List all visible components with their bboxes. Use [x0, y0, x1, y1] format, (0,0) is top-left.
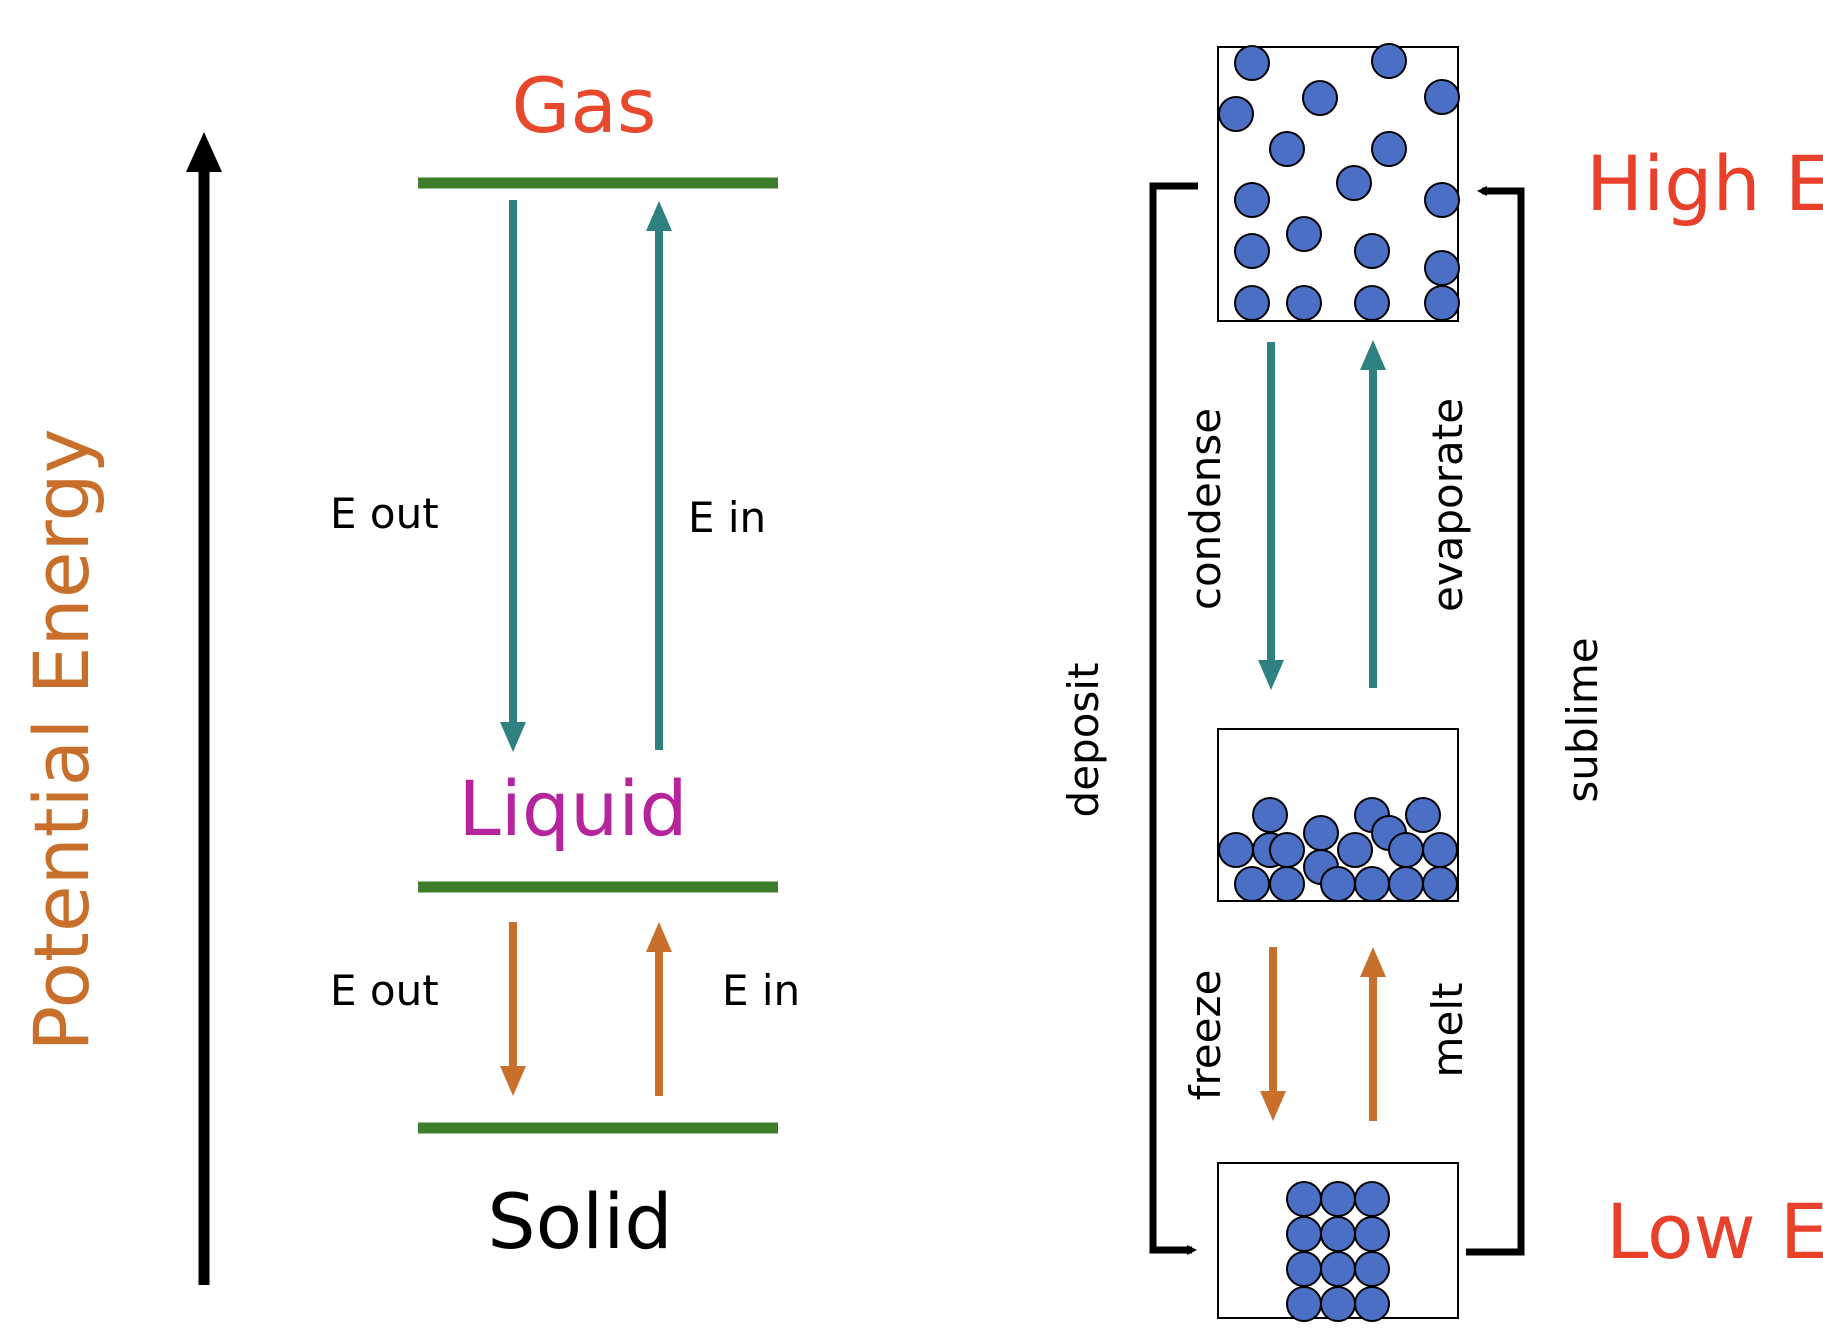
liquid-particle — [1218, 832, 1254, 868]
gas-particle — [1302, 80, 1338, 116]
liquid-state-label: Liquid — [458, 764, 687, 853]
particle-diagram: condense evaporate freeze melt deposit s… — [1059, 43, 1823, 1322]
liquid-solid-energy-out-label: E out — [330, 966, 439, 1015]
energy-level-diagram: Potential Energy Gas Liquid Solid E out … — [17, 61, 800, 1285]
deposit-label: deposit — [1059, 663, 1108, 818]
liquid-to-solid-arrowhead — [500, 1066, 526, 1096]
freeze-arrowhead — [1260, 1091, 1286, 1121]
liquid-to-gas-arrowhead — [646, 201, 672, 231]
liquid-particle — [1388, 866, 1424, 902]
potential-energy-axis-label: Potential Energy — [17, 428, 106, 1051]
solid-particle — [1320, 1286, 1356, 1322]
freeze-label: freeze — [1181, 970, 1230, 1101]
gas-particle — [1336, 165, 1372, 201]
melt-label: melt — [1423, 983, 1472, 1078]
condense-arrowhead — [1258, 660, 1284, 690]
gas-particles — [1218, 43, 1460, 321]
gas-particle — [1424, 79, 1460, 115]
solid-particle — [1354, 1286, 1390, 1322]
gas-particle — [1371, 131, 1407, 167]
sublime-label: sublime — [1558, 637, 1607, 802]
solid-particle — [1354, 1216, 1390, 1252]
solid-particle — [1354, 1181, 1390, 1217]
high-energy-label: High E — [1586, 139, 1823, 228]
solid-particle — [1286, 1216, 1322, 1252]
gas-to-liquid-arrowhead — [500, 722, 526, 752]
solid-particle — [1286, 1286, 1322, 1322]
liquid-particle — [1422, 866, 1458, 902]
gas-particle — [1234, 45, 1270, 81]
liquid-particles — [1218, 797, 1458, 902]
solid-particle — [1320, 1251, 1356, 1287]
low-energy-label: Low E — [1606, 1187, 1823, 1276]
liquid-particle — [1388, 832, 1424, 868]
solid-particle — [1354, 1251, 1390, 1287]
gas-particle — [1354, 285, 1390, 321]
liquid-particle — [1422, 832, 1458, 868]
liquid-particle — [1234, 866, 1270, 902]
gas-particle — [1234, 233, 1270, 269]
deposit-path — [1149, 182, 1198, 1255]
gas-particle — [1269, 131, 1305, 167]
solid-particle — [1320, 1181, 1356, 1217]
sublime-path — [1466, 186, 1525, 1256]
evaporate-label: evaporate — [1423, 398, 1472, 612]
liquid-particle — [1269, 866, 1305, 902]
gas-liquid-energy-in-label: E in — [688, 493, 766, 542]
gas-particle — [1354, 233, 1390, 269]
liquid-particle — [1303, 815, 1339, 851]
gas-particle — [1371, 43, 1407, 79]
gas-particle — [1424, 285, 1460, 321]
liquid-solid-energy-in-label: E in — [722, 966, 800, 1015]
liquid-particle — [1405, 797, 1441, 833]
gas-state-label: Gas — [511, 61, 656, 150]
solid-particle — [1320, 1216, 1356, 1252]
solid-to-liquid-arrowhead — [646, 922, 672, 952]
gas-particle — [1234, 285, 1270, 321]
gas-particle — [1424, 250, 1460, 286]
evaporate-arrowhead — [1360, 340, 1386, 370]
gas-particle — [1286, 216, 1322, 252]
gas-particle — [1218, 96, 1254, 132]
gas-particle — [1424, 182, 1460, 218]
melt-arrowhead — [1360, 947, 1386, 977]
solid-particle — [1286, 1251, 1322, 1287]
gas-particle — [1286, 285, 1322, 321]
solid-state-label: Solid — [487, 1177, 672, 1266]
potential-energy-axis-arrowhead — [186, 132, 222, 172]
solid-particle — [1286, 1181, 1322, 1217]
liquid-particle — [1320, 866, 1356, 902]
solid-particles — [1286, 1181, 1390, 1322]
liquid-particle — [1337, 832, 1373, 868]
gas-liquid-energy-out-label: E out — [330, 489, 439, 538]
gas-particle — [1234, 182, 1270, 218]
liquid-particle — [1269, 832, 1305, 868]
liquid-particle — [1354, 866, 1390, 902]
liquid-particle — [1252, 797, 1288, 833]
condense-label: condense — [1181, 408, 1230, 610]
